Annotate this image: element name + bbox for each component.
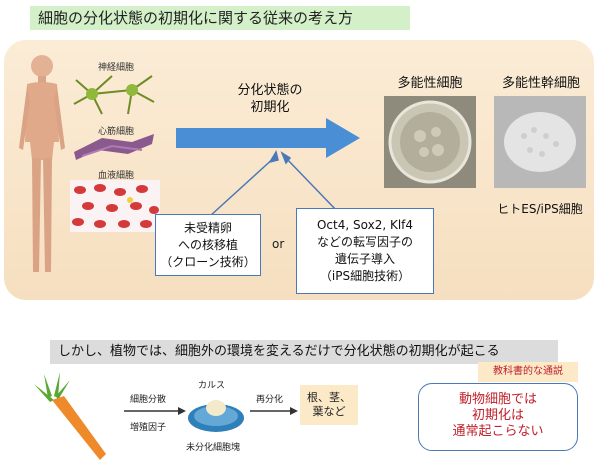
- pluripotent-cell-label: 多能性細胞: [397, 76, 463, 91]
- textbook-tag: 教科書的な通説: [478, 362, 578, 382]
- undiff-mass-label: 未分化細胞塊: [186, 443, 241, 453]
- nerve-cell-label: 神経細胞: [98, 63, 135, 73]
- plant-organs-line2: 葉など: [312, 405, 346, 418]
- pluripotent-stem-cell-label: 多能性幹細胞: [501, 76, 580, 91]
- es-ips-label: ヒトES/iPS細胞: [497, 202, 583, 216]
- reprogramming-label: 分化状態の 初期化: [210, 82, 330, 116]
- reprogramming-label-line1: 分化状態の: [237, 83, 303, 98]
- ips-line3: 遺伝子導入: [334, 252, 395, 266]
- division-label: 細胞分散: [130, 395, 167, 405]
- textbook-line1: 動物細胞では: [458, 392, 537, 407]
- plant-arrow-2: [250, 407, 298, 415]
- ips-line1: Oct4, Sox2, Klf4: [316, 218, 414, 232]
- pluripotent-stem-cell-image: [494, 96, 586, 188]
- clone-line1: 未受精卵: [183, 220, 232, 235]
- growth-factor-label: 増殖因子: [130, 423, 167, 433]
- plant-organs-box: 根、茎、 葉など: [300, 385, 358, 425]
- blood-cell-label: 血液細胞: [98, 171, 135, 181]
- clone-method-box: 未受精卵 への核移植 （クローン技術）: [155, 214, 261, 276]
- reprogramming-label-line2: 初期化: [250, 100, 290, 115]
- plant-organs-line1: 根、茎、: [307, 391, 351, 404]
- clone-line2: への核移植: [177, 237, 238, 252]
- page-title: 細胞の分化状態の初期化に関する従来の考え方: [30, 6, 410, 30]
- plant-headline: しかし、植物では、細胞外の環境を変えるだけで分化状態の初期化が起こる: [50, 340, 558, 364]
- nerve-cell-image: [73, 75, 155, 115]
- textbook-line2: 初期化は: [471, 408, 524, 423]
- reprogramming-arrow: [176, 118, 360, 158]
- carrot-image: [34, 372, 106, 460]
- redifferentiation-label: 再分化: [256, 395, 284, 405]
- ips-line4: （iPS細胞技術）: [319, 269, 411, 283]
- plant-arrow-1: [124, 407, 186, 415]
- clone-line3: （クローン技術）: [160, 254, 256, 269]
- callus-image: [188, 400, 244, 432]
- blood-cell-image: [70, 180, 160, 232]
- ips-method-box: Oct4, Sox2, Klf4 などの転写因子の 遺伝子導入 （iPS細胞技術…: [296, 208, 434, 294]
- human-body-figure: [19, 55, 65, 272]
- callus-label: カルス: [198, 381, 226, 391]
- pluripotent-cell-image: [384, 96, 476, 188]
- textbook-line3: 通常起こらない: [452, 424, 544, 439]
- textbook-callout: 動物細胞では 初期化は 通常起こらない: [418, 383, 578, 451]
- or-label: or: [272, 237, 285, 251]
- method-arrows: [209, 150, 339, 217]
- ips-line2: などの転写因子の: [316, 235, 413, 249]
- muscle-cell-label: 心筋細胞: [98, 127, 135, 137]
- muscle-cell-image: [74, 134, 154, 160]
